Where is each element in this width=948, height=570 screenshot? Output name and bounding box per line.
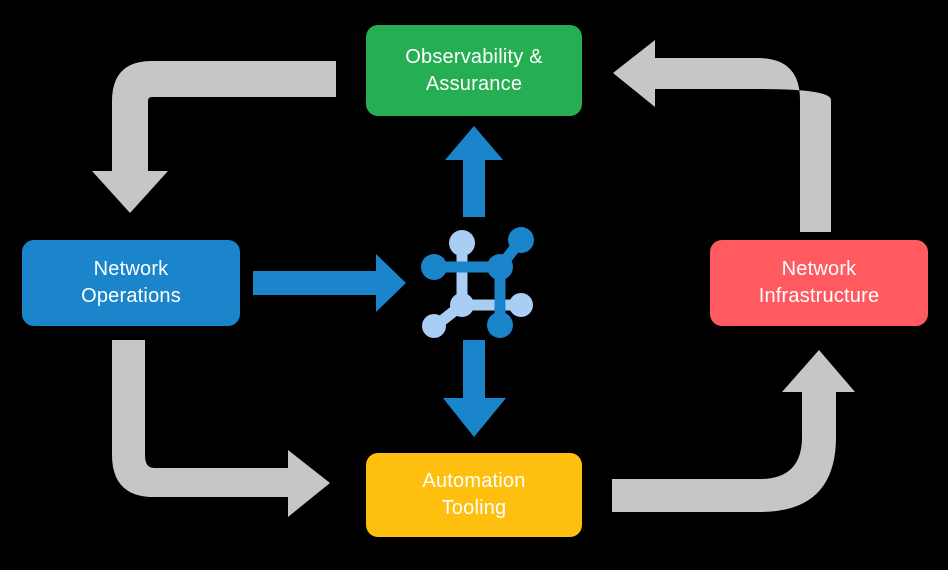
node-operations-label: Network Operations <box>81 258 181 307</box>
arrow-center-to-observability <box>445 126 503 217</box>
arrow-infrastructure-to-observability <box>613 40 831 232</box>
node-automation-label: Automation Tooling <box>422 470 526 519</box>
arrow-observability-to-operations <box>92 61 336 213</box>
node-network-operations[interactable]: Network Operations <box>22 240 240 326</box>
node-network-infrastructure[interactable]: Network Infrastructure <box>710 240 928 326</box>
network-topology-icon <box>421 227 534 338</box>
node-observability-label: Observability & Assurance <box>405 45 543 95</box>
arrow-operations-to-automation <box>112 340 330 517</box>
arrow-automation-to-infrastructure <box>612 350 855 512</box>
arrow-center-to-automation <box>443 340 506 437</box>
node-automation-tooling[interactable]: Automation Tooling <box>366 453 582 537</box>
node-observability-assurance[interactable]: Observability & Assurance <box>366 25 582 116</box>
arrow-operations-to-center <box>253 254 406 312</box>
node-infrastructure-label: Network Infrastructure <box>758 258 880 307</box>
